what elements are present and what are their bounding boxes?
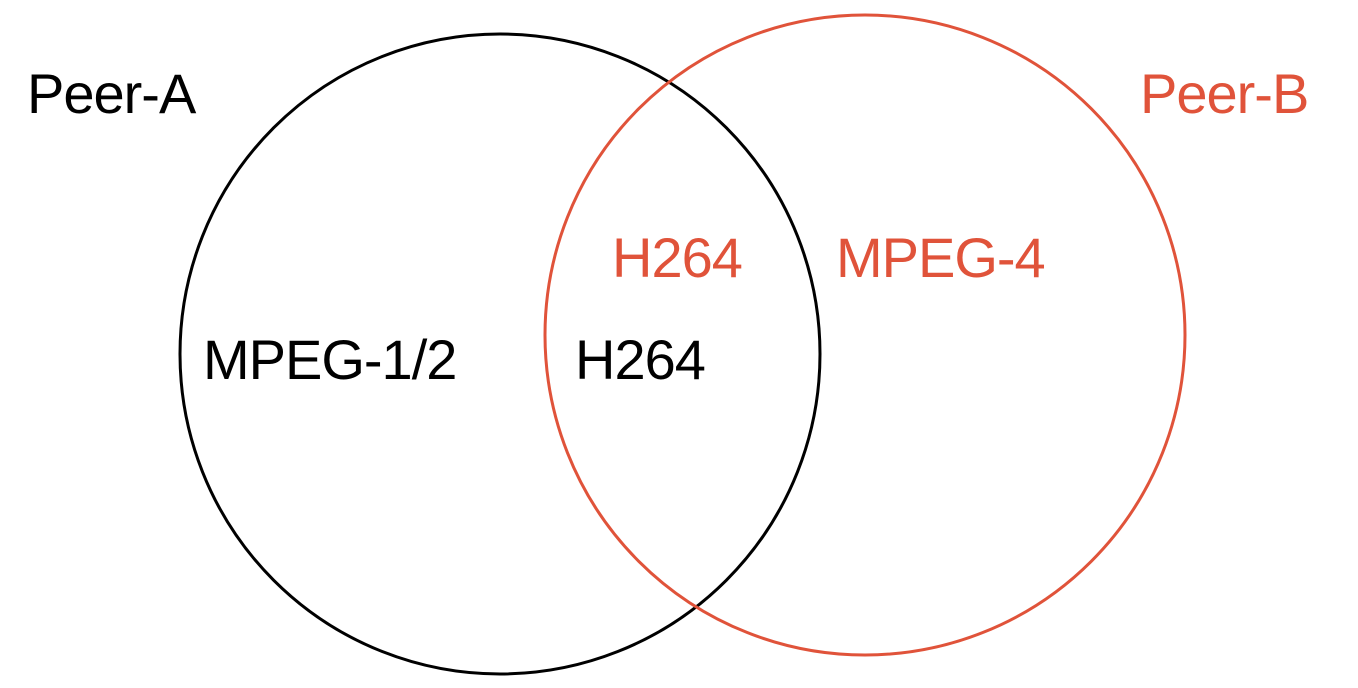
peer-b-codec-h264: H264	[612, 226, 742, 289]
peer-b-codec-mpeg4: MPEG-4	[836, 226, 1045, 289]
peer-a-title: Peer-A	[27, 62, 197, 125]
peer-a-codec-mpeg12: MPEG-1/2	[203, 328, 456, 391]
peer-a-circle	[178, 32, 822, 676]
peer-b-circle	[543, 13, 1187, 657]
peer-b-title: Peer-B	[1140, 62, 1308, 125]
peer-a-codec-h264: H264	[575, 328, 705, 391]
